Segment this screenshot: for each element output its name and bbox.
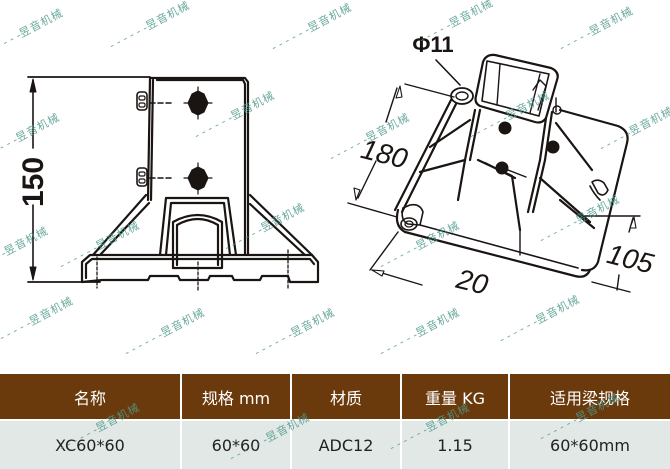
dim-hole-label: Φ11 <box>412 32 453 57</box>
header-name: 名称 <box>0 374 182 420</box>
dim-180-label: 180 <box>358 133 411 174</box>
front-view <box>27 76 320 291</box>
header-beam-spec: 适用梁规格 <box>509 374 670 420</box>
table-header-row: 名称 规格 mm 材质 重量 KG 适用梁规格 <box>0 374 670 420</box>
cell-beam-spec: 60*60mm <box>509 419 670 469</box>
dim-150-label: 150 <box>17 157 50 207</box>
header-weight: 重量 KG <box>401 374 510 420</box>
cell-weight: 1.15 <box>401 419 510 469</box>
technical-drawing: 150 Φ11 180 20 105 <box>17 32 657 301</box>
header-material: 材质 <box>291 374 402 420</box>
cell-name: XC60*60 <box>0 419 182 469</box>
cell-material: ADC12 <box>291 419 402 469</box>
header-spec: 规格 mm <box>181 374 292 420</box>
dim-105-label: 105 <box>604 238 657 279</box>
drawing-svg: 150 Φ11 180 20 105 <box>17 32 657 301</box>
table-row: XC60*60 60*60 ADC12 1.15 60*60mm <box>0 419 670 469</box>
dim-20-label: 20 <box>452 263 491 301</box>
isometric-view <box>347 53 641 293</box>
spec-table: 名称 规格 mm 材质 重量 KG 适用梁规格 XC60*60 60*60 AD… <box>0 374 670 469</box>
cell-spec: 60*60 <box>181 419 292 469</box>
